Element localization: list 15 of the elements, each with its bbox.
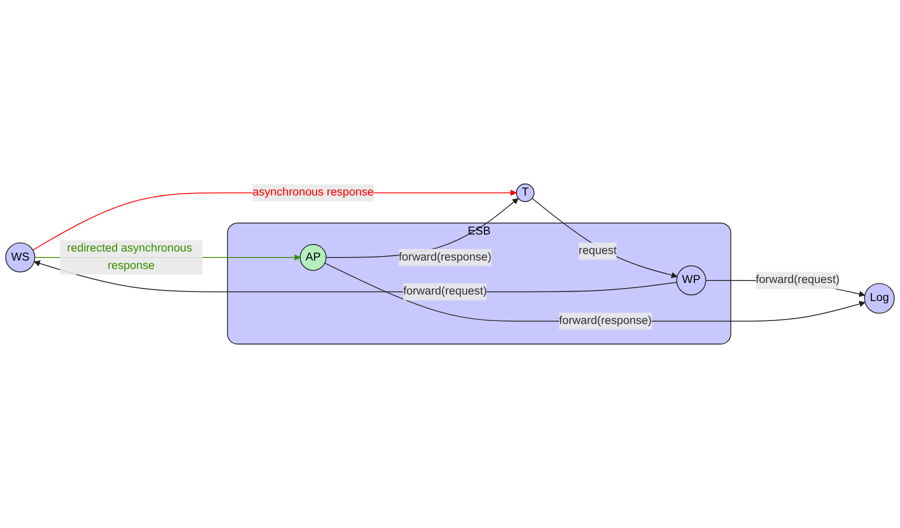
node-circle: T xyxy=(516,184,534,202)
node-circle: WS xyxy=(5,242,36,272)
arrow xyxy=(32,190,517,251)
edge-label: request xyxy=(578,244,617,257)
edge-label: redirected asynchronous response xyxy=(67,242,192,272)
node-circle: AP xyxy=(300,244,327,271)
edge-label: forward(response) xyxy=(398,251,492,264)
arrow xyxy=(326,198,519,258)
edge-label: forward(request) xyxy=(403,285,487,298)
edge-label: forward(request) xyxy=(756,274,840,286)
node-circle: WP xyxy=(676,265,706,296)
edge-label: forward(response) xyxy=(559,314,652,327)
edge-label: asynchronous response xyxy=(252,186,374,198)
arrow xyxy=(532,198,678,278)
node-circle: Log xyxy=(864,283,895,314)
